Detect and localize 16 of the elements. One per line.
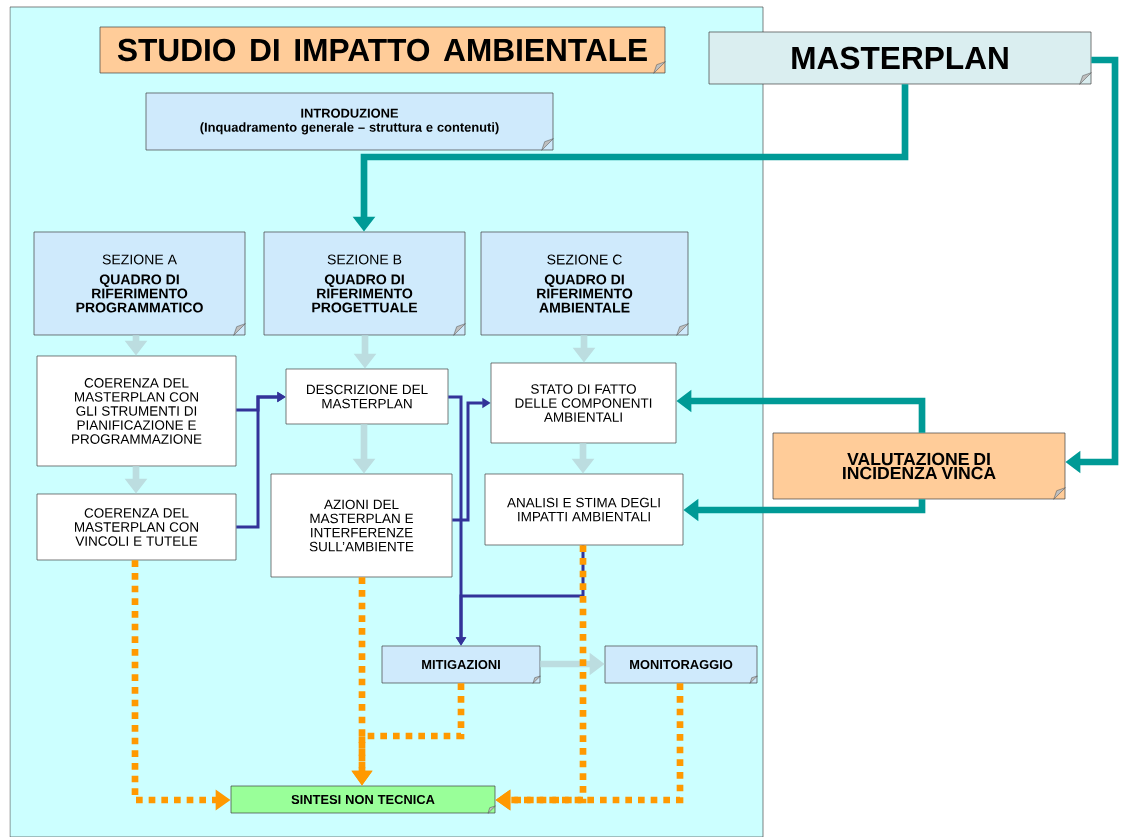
process-box: INTRODUZIONE (Inquadramento generale – struttura e contenuti) [145, 92, 554, 151]
process-box: VALUTAZIONE DI INCIDENZA VINCA [772, 432, 1066, 500]
process-box: ANALISI E STIMA DEGLI IMPATTI AMBIENTALI [484, 473, 684, 546]
section-box: SEZIONE A QUADRO DI RIFERIMENTO PROGRAMMATICO [33, 231, 246, 336]
process-box: DESCRIZIONE DEL MASTERPLAN [285, 368, 449, 425]
process-box: MONITORAGGIO [604, 645, 758, 684]
process-box: SINTESI NON TECNICA [230, 785, 496, 814]
process-box: COERENZA DEL MASTERPLAN CON GLI STRUMENTI DI PIANIFICAZIONE E PROGRAMMAZIONE [36, 355, 237, 467]
process-box: AZIONI DEL MASTERPLAN E INTERFERENZE SULL’AMBIENTE [270, 473, 453, 578]
process-box: STATO DI FATTO DELLE COMPONENTI AMBIENTALI [490, 362, 677, 444]
process-box: COERENZA DEL MASTERPLAN CON VINCOLI E TUTELE [36, 493, 237, 561]
process-box: MASTERPLAN [708, 31, 1092, 85]
process-box: MITIGAZIONI [381, 645, 541, 684]
title-box: STUDIO DI IMPATTO AMBIENTALE [99, 26, 666, 74]
section-box: SEZIONE C QUADRO DI RIFERIMENTO AMBIENTALE [480, 231, 689, 336]
section-box: SEZIONE B QUADRO DI RIFERIMENTO PROGETTUALE [263, 231, 466, 336]
